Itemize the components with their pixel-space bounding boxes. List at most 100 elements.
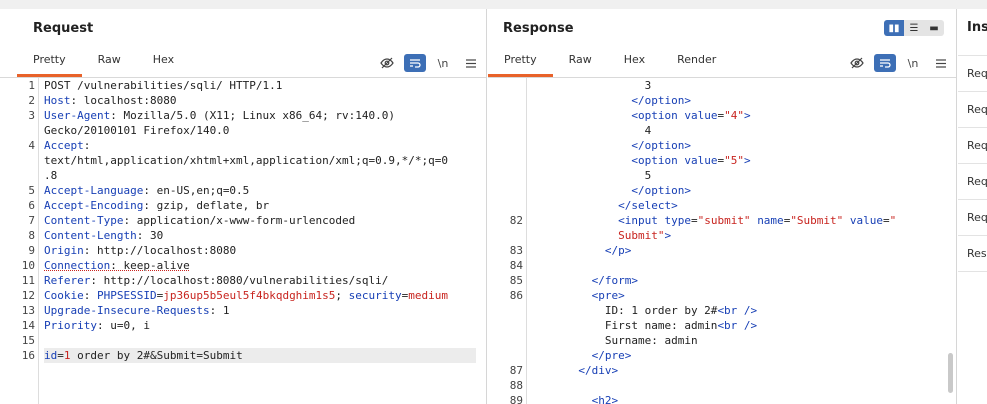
- response-line-number: [488, 228, 526, 243]
- request-line-number: 15: [21, 334, 35, 347]
- request-code-line[interactable]: Content-Type: application/x-www-form-url…: [44, 213, 476, 228]
- code-token: "submit": [697, 214, 751, 227]
- request-tab-pretty[interactable]: Pretty: [17, 46, 82, 77]
- code-token: Gecko/20100101 Firefox/140.0: [44, 124, 230, 137]
- response-code-line[interactable]: </div>: [532, 363, 946, 378]
- request-code-line[interactable]: Content-Length: 30: [44, 228, 476, 243]
- response-code-line[interactable]: <pre>: [532, 288, 946, 303]
- inspector-item[interactable]: Req: [958, 92, 987, 128]
- code-token: : keep-alive: [110, 259, 190, 272]
- request-code-line[interactable]: Connection: keep-alive: [44, 258, 476, 273]
- response-code-line[interactable]: </select>: [532, 198, 946, 213]
- response-scrollbar[interactable]: [948, 353, 953, 393]
- wrap-lines-icon[interactable]: [874, 54, 896, 72]
- code-token: </option>: [631, 184, 691, 197]
- response-code-line[interactable]: <h2>: [532, 393, 946, 404]
- request-code-line[interactable]: Origin: http://localhost:8080: [44, 243, 476, 258]
- layout-single-icon[interactable]: ▬: [924, 20, 944, 36]
- menu-icon[interactable]: [930, 54, 952, 72]
- hide-eye-icon[interactable]: [846, 54, 868, 72]
- response-code-line[interactable]: <option value="4">: [532, 108, 946, 123]
- code-token: : http://localhost:8080: [83, 244, 237, 257]
- response-line-number: [488, 333, 526, 348]
- code-token: Content-Type: [44, 214, 124, 227]
- inspector-item[interactable]: Req: [958, 128, 987, 164]
- inspector-item[interactable]: Req: [958, 200, 987, 236]
- response-code-line[interactable]: <input type="submit" name="Submit" value…: [532, 213, 946, 228]
- code-token: "Submit": [790, 214, 844, 227]
- response-line-number: [488, 348, 526, 363]
- response-code-line[interactable]: </option>: [532, 183, 946, 198]
- layout-split-icon[interactable]: ▮▮: [884, 20, 904, 36]
- request-code-line[interactable]: POST /vulnerabilities/sqli/ HTTP/1.1: [44, 78, 476, 93]
- request-code-line[interactable]: Cookie: PHPSESSID=jp36up5b5eul5f4bkqdghi…: [44, 288, 476, 303]
- layout-toggle[interactable]: ▮▮ ☰ ▬: [884, 20, 944, 36]
- request-code-line[interactable]: User-Agent: Mozilla/5.0 (X11; Linux x86_…: [44, 108, 476, 123]
- request-code-line[interactable]: .8: [44, 168, 476, 183]
- response-code-line[interactable]: Surname: admin: [532, 333, 946, 348]
- code-token: Submit": [618, 229, 665, 242]
- response-code-line[interactable]: <option value="5">: [532, 153, 946, 168]
- response-tab-hex[interactable]: Hex: [623, 53, 646, 66]
- request-code-line[interactable]: Referer: http://localhost:8080/vulnerabi…: [44, 273, 476, 288]
- response-code-line[interactable]: </option>: [532, 93, 946, 108]
- newline-toggle[interactable]: \n: [907, 56, 919, 70]
- request-line-number: [0, 123, 38, 138]
- inspector-item[interactable]: Res: [958, 236, 987, 272]
- wrap-lines-icon[interactable]: [404, 54, 426, 72]
- response-code-line[interactable]: Submit">: [532, 228, 946, 243]
- request-code-line[interactable]: Upgrade-Insecure-Requests: 1: [44, 303, 476, 318]
- response-code-line[interactable]: </pre>: [532, 348, 946, 363]
- request-code-line[interactable]: Gecko/20100101 Firefox/140.0: [44, 123, 476, 138]
- code-token: </pre>: [591, 349, 632, 362]
- code-token: [532, 229, 618, 242]
- request-code-line[interactable]: Accept-Encoding: gzip, deflate, br: [44, 198, 476, 213]
- response-code-line[interactable]: 5: [532, 168, 946, 183]
- inspector-item[interactable]: Req: [958, 56, 987, 92]
- request-code-line[interactable]: [44, 333, 476, 348]
- code-token: text/html,application/xhtml+xml,applicat…: [44, 154, 448, 167]
- request-code-line[interactable]: Accept-Language: en-US,en;q=0.5: [44, 183, 476, 198]
- layout-stacked-icon[interactable]: ☰: [904, 20, 924, 36]
- request-line-number: 12: [21, 289, 35, 302]
- request-code-line[interactable]: id=1 order by 2#&Submit=Submit: [44, 348, 476, 363]
- response-tab-render[interactable]: Render: [677, 53, 717, 66]
- code-token: =: [57, 349, 64, 362]
- response-tab-pretty[interactable]: Pretty: [488, 46, 553, 77]
- code-token: >: [664, 229, 672, 242]
- response-code-line[interactable]: 3: [532, 78, 946, 93]
- menu-icon[interactable]: [460, 54, 482, 72]
- response-line-number: 84: [509, 259, 523, 272]
- response-code-line[interactable]: 4: [532, 123, 946, 138]
- response-code[interactable]: 3 </option> <option value="4"> 4 </optio…: [532, 78, 946, 404]
- code-token: jp36up5b5eul5f4bkqdghim1s5: [163, 289, 336, 302]
- response-code-line[interactable]: [532, 258, 946, 273]
- response-code-line[interactable]: First name: admin<br />: [532, 318, 946, 333]
- code-token: [532, 349, 592, 362]
- response-tab-raw[interactable]: Raw: [568, 53, 592, 66]
- request-tab-raw[interactable]: Raw: [97, 53, 121, 66]
- response-code-line[interactable]: </p>: [532, 243, 946, 258]
- response-code-line[interactable]: </form>: [532, 273, 946, 288]
- newline-toggle[interactable]: \n: [437, 56, 449, 70]
- response-code-line[interactable]: </option>: [532, 138, 946, 153]
- code-token: value: [684, 154, 718, 167]
- response-line-number: [488, 198, 526, 213]
- request-tab-hex[interactable]: Hex: [152, 53, 175, 66]
- response-code-line[interactable]: ID: 1 order by 2#<br />: [532, 303, 946, 318]
- request-code-line[interactable]: Accept:: [44, 138, 476, 153]
- inspector-item[interactable]: Req: [958, 164, 987, 200]
- request-code-line[interactable]: Priority: u=0, i: [44, 318, 476, 333]
- response-line-number: [488, 183, 526, 198]
- request-code-line[interactable]: text/html,application/xhtml+xml,applicat…: [44, 153, 476, 168]
- response-code-line[interactable]: [532, 378, 946, 393]
- hide-eye-icon[interactable]: [376, 54, 398, 72]
- code-token: =: [690, 214, 698, 227]
- code-token: Priority: [44, 319, 97, 332]
- request-code-line[interactable]: Host: localhost:8080: [44, 93, 476, 108]
